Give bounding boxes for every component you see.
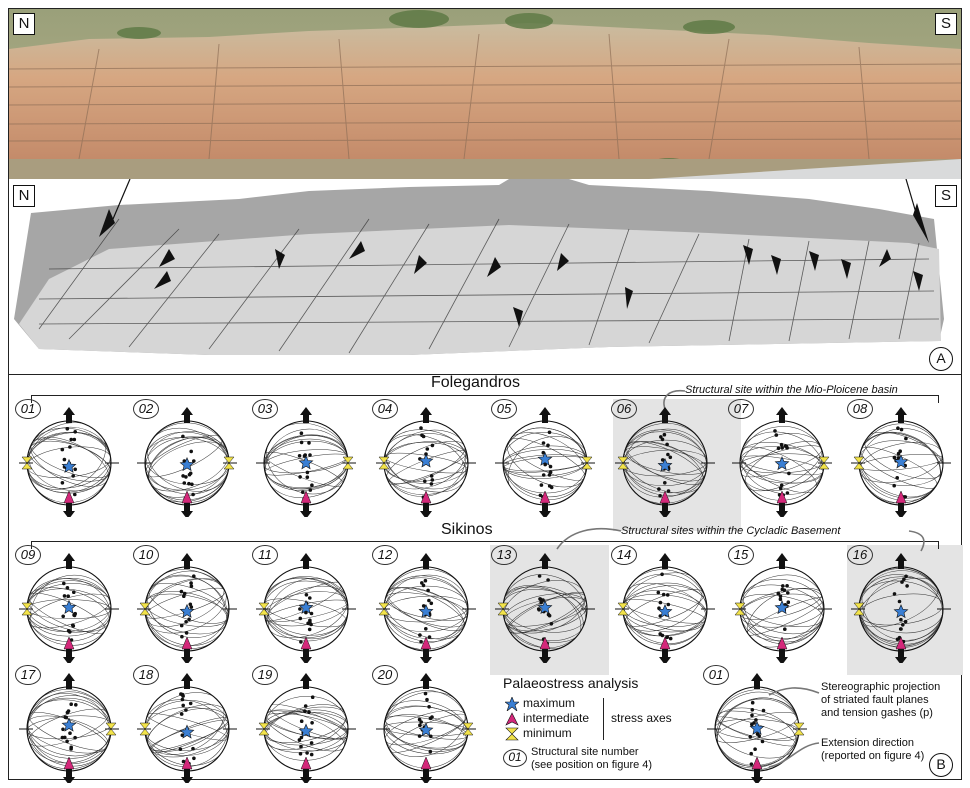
site-number: 03 [252, 399, 278, 419]
legend-title: Palaeostress analysis [503, 675, 639, 691]
panel-b-letter: B [929, 753, 953, 777]
stereonet-site: 13 [489, 545, 601, 663]
stereonet-site: 02 [131, 399, 243, 517]
outcrop-photo [9, 9, 961, 179]
photo-south-label: S [935, 13, 957, 35]
stereonet-plot [137, 407, 237, 517]
basin-site-shading [613, 399, 741, 531]
stereonet-site: 20 [370, 665, 482, 783]
stereonet-site: 08 [845, 399, 957, 517]
projection-line-2: of striated fault planes [821, 694, 929, 706]
stereonet-site: 09 [13, 545, 125, 663]
stereonet-plot [256, 553, 356, 663]
stereonet-plot [615, 553, 715, 663]
stereonet-site: 05 [489, 399, 601, 517]
site-number: 01 [15, 399, 41, 419]
stereonet-site: 15 [726, 545, 838, 663]
extension-line-1: Extension direction [821, 737, 914, 749]
legend-site-number-example: 01 [503, 749, 527, 767]
stereonet-plot [19, 673, 119, 783]
legend-maximum: maximum [523, 696, 576, 710]
panel-a: N S N S A [8, 8, 962, 375]
stereonet-plot [851, 553, 951, 663]
stereonet-plot [376, 673, 476, 783]
stereonet-plot [495, 553, 595, 663]
stereonet-plot [256, 673, 356, 783]
stereonet-plot [732, 553, 832, 663]
site-number: 06 [611, 399, 637, 419]
stress-axes-brace [603, 698, 604, 740]
site-number: 07 [728, 399, 754, 419]
sikinos-label: Sikinos [441, 521, 493, 538]
site-number: 13 [491, 545, 517, 565]
example-stereonet: 01 [701, 665, 813, 783]
site-number: 08 [847, 399, 873, 419]
legend-site-number-line1: Structural site number [531, 746, 639, 758]
legend-intermediate: intermediate [523, 711, 590, 725]
basement-note: Structural sites within the Cycladic Bas… [621, 525, 841, 537]
stereonet-site: 01 [701, 665, 813, 783]
stereonet-plot [376, 407, 476, 517]
stereonet-plot [19, 553, 119, 663]
site-number: 02 [133, 399, 159, 419]
photo-north-label: N [13, 13, 35, 35]
basement-site-shading-13 [490, 545, 609, 675]
projection-line-3: and tension gashes (p) [821, 707, 933, 719]
stereonet-plot [137, 673, 237, 783]
stereonet-site: 12 [370, 545, 482, 663]
stereonet-plot [851, 407, 951, 517]
stress-legend: Palaeostress analysis maximum intermedia… [503, 675, 703, 775]
stereonet-plot [732, 407, 832, 517]
legend-site-number-line2: (see position on figure 4) [531, 759, 653, 771]
basin-note: Structural site within the Mio-Ploicene … [685, 384, 898, 396]
legend-minimum: minimum [523, 726, 572, 740]
outcrop-sketch [9, 179, 961, 375]
stereonet-plot [615, 407, 715, 517]
stereonet-site: 11 [250, 545, 362, 663]
stereonet-site: 07 [726, 399, 838, 517]
site-number: 01 [703, 665, 729, 685]
panel-a-letter: A [929, 347, 953, 371]
maximum-star-icon [505, 697, 519, 711]
intermediate-triangle-icon [505, 712, 519, 726]
stereonet-plot [137, 553, 237, 663]
stereonet-site: 18 [131, 665, 243, 783]
stereonet-plot [256, 407, 356, 517]
site-number: 16 [847, 545, 873, 565]
stereonet-plot [495, 407, 595, 517]
stereonet-site: 06 [609, 399, 721, 517]
stereonet-site: 14 [609, 545, 721, 663]
panel-b: Folegandros Structural site within the M… [8, 374, 963, 783]
site-number: 14 [611, 545, 637, 565]
site-number: 19 [252, 665, 278, 685]
stereonet-plot [376, 553, 476, 663]
site-number: 15 [728, 545, 754, 565]
site-number: 04 [372, 399, 398, 419]
stereonet-plot [19, 407, 119, 517]
stereonet-site: 19 [250, 665, 362, 783]
site-number: 17 [15, 665, 41, 685]
stereonet-site: 10 [131, 545, 243, 663]
sketch-north-label: N [13, 185, 35, 207]
site-number: 09 [15, 545, 41, 565]
projection-annotation: Stereographic projection of striated fau… [821, 681, 961, 729]
site-number: 05 [491, 399, 517, 419]
minimum-hourglass-icon [505, 727, 519, 741]
site-number: 18 [133, 665, 159, 685]
legend-stress-axes: stress axes [611, 711, 672, 725]
stereonet-site: 03 [250, 399, 362, 517]
stereonet-site: 04 [370, 399, 482, 517]
projection-line-1: Stereographic projection [821, 681, 941, 693]
stereonet-site: 16 [845, 545, 957, 663]
folegandros-label: Folegandros [431, 374, 520, 391]
stereonet-site: 17 [13, 665, 125, 783]
site-number: 20 [372, 665, 398, 685]
site-number: 11 [252, 545, 278, 565]
site-number: 10 [133, 545, 159, 565]
sketch-south-label: S [935, 185, 957, 207]
extension-annotation: Extension direction (reported on figure … [821, 737, 961, 767]
site-number: 12 [372, 545, 398, 565]
extension-line-2: (reported on figure 4) [821, 750, 925, 762]
stereonet-site: 01 [13, 399, 125, 517]
